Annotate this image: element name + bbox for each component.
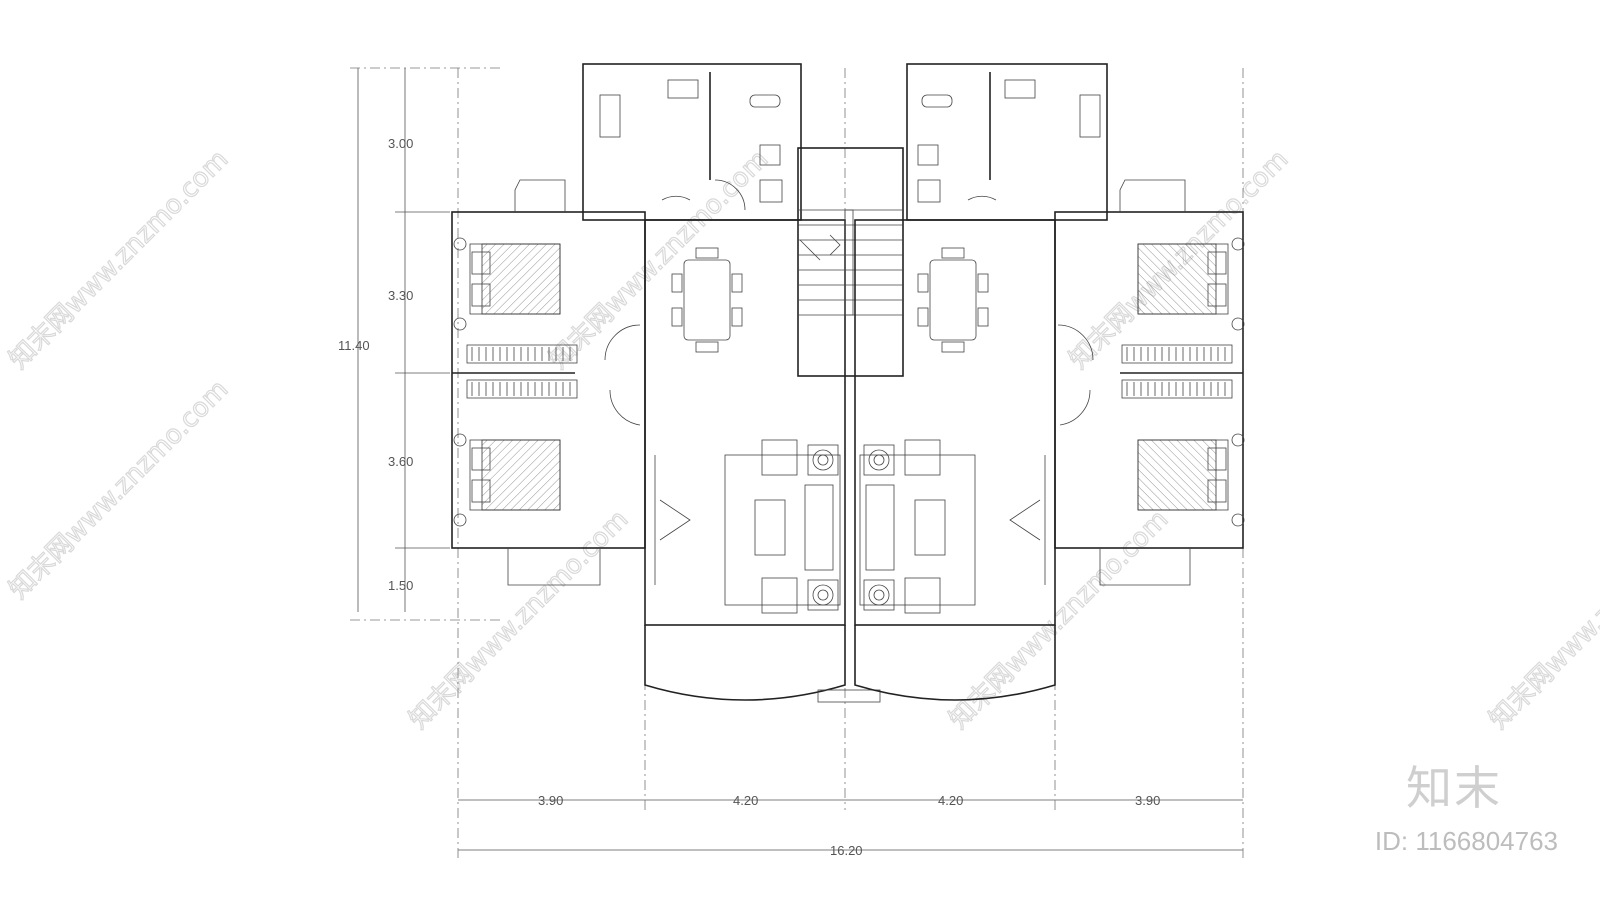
dim-3-30: 3.30 [388, 288, 413, 303]
dim-3-90-right: 3.90 [1135, 793, 1160, 808]
watermark-text: 知末网www.znzmo.com [4, 144, 235, 375]
stair-core [797, 147, 904, 377]
dim-overall-vertical: 11.40 [338, 338, 370, 353]
dim-3-60: 3.60 [388, 454, 413, 469]
dim-1-50: 1.50 [388, 578, 413, 593]
vertical-dimensions: 3.00 3.30 3.60 1.50 11.40 [338, 67, 500, 621]
horizontal-dimensions: 3.90 4.20 4.20 3.90 16.20 [457, 68, 1244, 860]
dim-4-20-right: 4.20 [938, 793, 963, 808]
brand-logo-text: 知末 [1406, 761, 1502, 815]
watermark-text: 知末网www.znzmo.com [944, 504, 1175, 735]
watermark-text: 知末网www.znzmo.com [4, 374, 235, 605]
dim-overall-horizontal: 16.20 [830, 843, 863, 858]
dim-4-20-left: 4.20 [733, 793, 758, 808]
watermark-text: 知末网www.znzmo.com [544, 144, 775, 375]
asset-id-label: ID: 1166804763 [1374, 826, 1558, 856]
watermark-layer: 知末网www.znzmo.com 知末网www.znzmo.com 知末网www… [3, 144, 1600, 736]
right-unit [854, 63, 1245, 701]
left-unit [451, 63, 881, 703]
dim-3-00: 3.00 [388, 136, 413, 151]
dim-3-90-left: 3.90 [538, 793, 563, 808]
watermark-text: 知末网www.znzmo.com [1484, 504, 1600, 735]
